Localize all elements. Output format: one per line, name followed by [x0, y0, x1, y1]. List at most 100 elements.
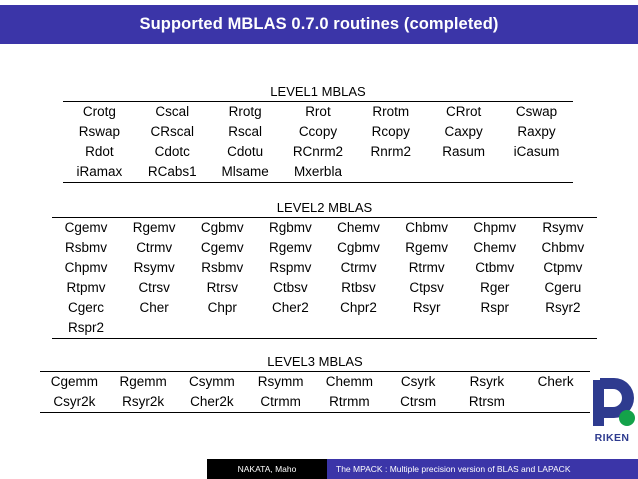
- routine-cell: CRscal: [150, 124, 195, 139]
- routine-cell: RCnrm2: [292, 144, 344, 159]
- routine-cell: [256, 318, 324, 339]
- table-row: Chpmv Rsymv Rsbmv Rspmv Ctrmv Rtrmv Ctbm…: [52, 258, 597, 278]
- routine-cell: Chbmv: [541, 240, 585, 255]
- section-caption-level3: LEVEL3 MBLAS: [267, 354, 363, 369]
- routine-table-level3-body: Cgemm Rgemm Csymm Rsymm Chemm Csyrk Rsyr…: [40, 371, 590, 413]
- routine-cell: Cherk: [537, 374, 574, 389]
- section-caption-level1: LEVEL1 MBLAS: [270, 84, 366, 99]
- routine-cell: Rrotg: [228, 104, 262, 119]
- routine-cell: Ctrmv: [340, 260, 377, 275]
- routine-cell: Chpr2: [340, 300, 377, 315]
- routine-cell: [120, 318, 188, 339]
- routine-cell: [354, 162, 427, 183]
- routine-cell: Ctpmv: [543, 260, 583, 275]
- routine-cell: Chemv: [337, 220, 380, 235]
- table-row: Rtpmv Ctrsv Rtrsv Ctbsv Rtbsv Ctpsv Rger…: [52, 278, 597, 298]
- routine-cell: Mxerbla: [293, 164, 342, 179]
- routine-cell: Rsyr: [412, 300, 441, 315]
- routine-cell: Cdotc: [154, 144, 190, 159]
- riken-logo: RIKEN: [586, 374, 638, 446]
- routine-cell: Rtrsm: [468, 394, 505, 409]
- routine-cell: Rswap: [78, 124, 121, 139]
- routine-cell: Csyr2k: [53, 394, 96, 409]
- routine-cell: [529, 318, 597, 339]
- routine-cell: Rgemv: [132, 220, 176, 235]
- routine-table-level1-body: Crotg Cscal Rrotg Rrot Rrotm CRrot Cswap…: [63, 101, 573, 183]
- routine-cell: iCasum: [513, 144, 560, 159]
- routine-cell: [188, 318, 256, 339]
- routine-cell: Chbmv: [405, 220, 449, 235]
- routine-cell: Crotg: [82, 104, 116, 119]
- routine-cell: iRamax: [76, 164, 123, 179]
- routine-cell: Ctrmm: [260, 394, 301, 409]
- routine-cell: Rsyr2k: [122, 394, 165, 409]
- routine-cell: Ctrsv: [138, 280, 170, 295]
- riken-wordmark: RIKEN: [594, 432, 630, 444]
- routine-cell: Csyrk: [400, 374, 436, 389]
- routine-cell: Caxpy: [444, 124, 483, 139]
- routine-cell: Rger: [480, 280, 510, 295]
- routine-cell: Cgemv: [200, 240, 244, 255]
- routine-cell: Rspmv: [269, 260, 312, 275]
- routine-cell: Chemm: [325, 374, 373, 389]
- routine-cell: Ccopy: [298, 124, 338, 139]
- routine-cell: Rsyr2: [545, 300, 581, 315]
- routine-cell: Chpmv: [473, 220, 517, 235]
- routine-cell: Mlsame: [221, 164, 269, 179]
- routine-cell: Rtrsv: [206, 280, 239, 295]
- routine-cell: Raxpy: [517, 124, 556, 139]
- routine-cell: Rcopy: [371, 124, 410, 139]
- routine-cell: RCabs1: [147, 164, 197, 179]
- routine-cell: Chemv: [473, 240, 517, 255]
- routine-cell: Rdot: [85, 144, 114, 159]
- routine-cell: Rtbsv: [341, 280, 376, 295]
- section-caption-level2: LEVEL2 MBLAS: [276, 200, 373, 215]
- routine-cell: Ctbsv: [273, 280, 308, 295]
- section-level1: LEVEL1 MBLAS Crotg Cscal Rrotg Rrot Rrot…: [63, 84, 573, 183]
- routine-cell: [500, 162, 573, 183]
- routine-cell: Rsyrk: [469, 374, 505, 389]
- routine-cell: Chpmv: [64, 260, 108, 275]
- routine-cell: Rgbmv: [269, 220, 312, 235]
- routine-table-level2: Cgemv Rgemv Cgbmv Rgbmv Chemv Chbmv Chpm…: [52, 217, 597, 339]
- routine-cell: Cher2k: [190, 394, 234, 409]
- section-level3: LEVEL3 MBLAS Cgemm Rgemm Csymm Rsymm Che…: [40, 354, 590, 413]
- routine-cell: Rasum: [442, 144, 486, 159]
- routine-cell: Rsbmv: [201, 260, 244, 275]
- routine-cell: Rspr2: [68, 320, 105, 335]
- table-row: Rsbmv Ctrmv Cgemv Rgemv Cgbmv Rgemv Chem…: [52, 238, 597, 258]
- routine-cell: [393, 318, 461, 339]
- routine-cell: Rnrm2: [370, 144, 412, 159]
- section-level2: LEVEL2 MBLAS Cgemv Rgemv Cgbmv Rgbmv Che…: [52, 200, 597, 339]
- routine-cell: Chpr: [207, 300, 237, 315]
- routine-cell: Ctrsm: [400, 394, 437, 409]
- table-row: Cgerc Cher Chpr Cher2 Chpr2 Rsyr Rspr Rs…: [52, 298, 597, 318]
- table-row: Csyr2k Rsyr2k Cher2k Ctrmm Rtrmm Ctrsm R…: [40, 392, 590, 413]
- routine-cell: Cgbmv: [200, 220, 244, 235]
- slide-title-bar: Supported MBLAS 0.7.0 routines (complete…: [0, 5, 638, 44]
- routine-cell: Rtrmv: [408, 260, 445, 275]
- routine-cell: Cher2: [272, 300, 309, 315]
- routine-cell: Cgemv: [64, 220, 108, 235]
- routine-cell: Rsymv: [133, 260, 175, 275]
- routine-cell: Rsymv: [542, 220, 584, 235]
- routine-cell: CRrot: [446, 104, 482, 119]
- routine-cell: [427, 162, 500, 183]
- table-row: Rdot Cdotc Cdotu RCnrm2 Rnrm2 Rasum iCas…: [63, 142, 573, 162]
- footer-subtitle: The MPACK : Multiple precision version o…: [327, 459, 638, 479]
- routine-cell: Rgemv: [405, 240, 449, 255]
- routine-cell: Rrot: [305, 104, 331, 119]
- routine-cell: Rsymm: [257, 374, 304, 389]
- routine-cell: Cher: [139, 300, 169, 315]
- routine-cell: [521, 392, 590, 413]
- routine-table-level2-body: Cgemv Rgemv Cgbmv Rgbmv Chemv Chbmv Chpm…: [52, 217, 597, 339]
- routine-cell: Rrotm: [372, 104, 410, 119]
- routine-cell: [325, 318, 393, 339]
- routine-cell: Cgerc: [68, 300, 105, 315]
- routine-cell: Cgemm: [50, 374, 98, 389]
- routine-cell: Rtpmv: [66, 280, 106, 295]
- routine-cell: Cscal: [155, 104, 190, 119]
- routine-cell: Rtrmm: [329, 394, 370, 409]
- routine-cell: Cgbmv: [337, 240, 380, 255]
- routine-cell: Rgemm: [119, 374, 167, 389]
